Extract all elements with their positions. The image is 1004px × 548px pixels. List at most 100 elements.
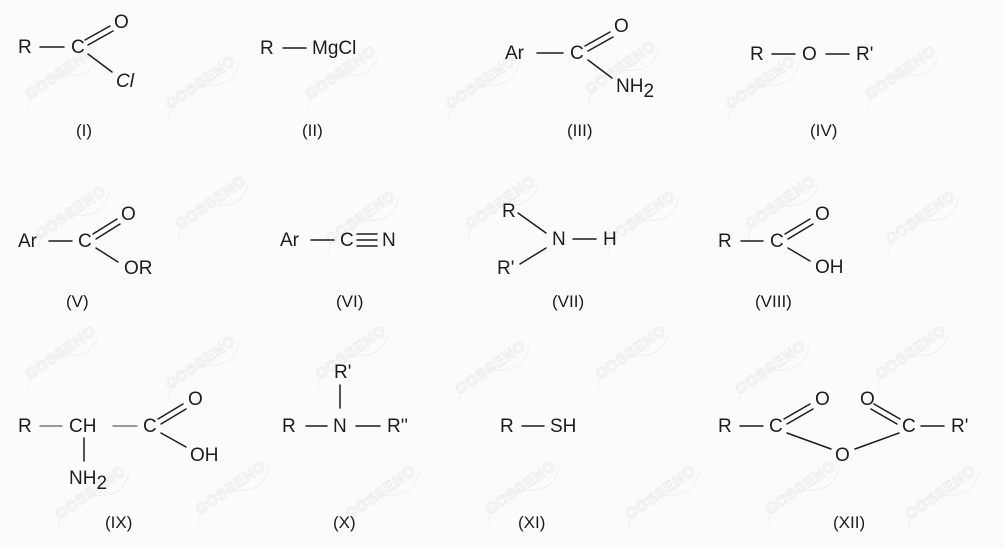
double-bond-a [84, 25, 111, 41]
atom-c: C [570, 43, 584, 64]
atom-r: R [260, 38, 274, 59]
structure-thiol: R SH (XI) [500, 416, 576, 532]
watermark-mark: COSSENO [452, 337, 530, 404]
atom-c: C [143, 416, 157, 437]
double-bond-a [784, 218, 811, 235]
bond [786, 432, 832, 450]
bond [854, 432, 900, 450]
bond [587, 59, 613, 79]
atom-o: O [802, 44, 817, 65]
svg-text:COSSENO: COSSENO [23, 322, 100, 383]
watermark-mark: COSSENO [22, 322, 100, 389]
bond [519, 247, 547, 265]
atom-r: R [718, 416, 732, 437]
atom-o: O [614, 16, 629, 37]
structure-anhydride: R C O O O C R' (XII) [718, 389, 968, 532]
svg-text:COSSENO: COSSENO [193, 457, 270, 518]
structure-acyl-chloride: R C O Cl (I) [18, 12, 135, 140]
atom-oh: OH [190, 445, 219, 466]
svg-text:COSSENO: COSSENO [33, 182, 110, 243]
svg-text:COSSENO: COSSENO [173, 172, 250, 233]
svg-text:COSSENO: COSSENO [743, 172, 820, 233]
atom-or: OR [124, 258, 153, 279]
bond [787, 247, 811, 262]
atom-ch: CH [69, 416, 96, 437]
structure-tertiary-amine: R' R N R'' (X) [282, 362, 408, 532]
structure-label: (IV) [810, 121, 837, 140]
double-bond-a [92, 218, 118, 235]
atom-h: H [603, 229, 617, 250]
watermark-mark: COSSENO [622, 462, 700, 529]
atom-c: C [71, 37, 85, 58]
atom-c: C [78, 231, 92, 252]
watermark-mark: COSSENO [872, 322, 950, 389]
atom-c: C [770, 231, 784, 252]
structure-label: (VIII) [755, 292, 792, 311]
atom-r-prime: R' [334, 362, 351, 383]
svg-text:COSSENO: COSSENO [463, 172, 540, 233]
atom-r-prime: R' [951, 416, 968, 437]
double-bond-a [584, 31, 611, 47]
structure-label: (X) [333, 513, 356, 532]
atom-ar: Ar [505, 43, 525, 64]
atom-nh2: NH2 [69, 468, 107, 494]
structure-label: (IX) [105, 513, 132, 532]
svg-text:COSSENO: COSSENO [863, 42, 940, 103]
atom-ar: Ar [280, 230, 300, 251]
svg-text:COSSENO: COSSENO [483, 457, 560, 518]
svg-text:COSSENO: COSSENO [163, 332, 240, 393]
double-bond-b [787, 223, 814, 240]
double-bond-b [870, 408, 898, 425]
double-bond-b [160, 408, 187, 425]
watermark-mark: COSSENO [172, 172, 250, 239]
bond [160, 432, 187, 448]
atom-o: O [188, 389, 203, 410]
watermark-mark: COSSENO [462, 172, 540, 239]
watermark-mark: COSSENO [882, 187, 960, 254]
structure-label: (XI) [518, 513, 545, 532]
structure-label: (VII) [552, 292, 584, 311]
atom-o-bridge: O [835, 445, 850, 466]
double-bond-b [87, 30, 114, 46]
atom-r: R [282, 416, 296, 437]
atom-c: C [340, 230, 354, 251]
atom-n: N [382, 230, 396, 251]
structure-carboxylic-acid: R C O OH (VIII) [718, 204, 844, 311]
bond [87, 53, 113, 73]
watermark-mark: COSSENO [732, 337, 810, 404]
svg-text:COSSENO: COSSENO [23, 42, 100, 103]
svg-text:COSSENO: COSSENO [903, 462, 980, 523]
double-bond-b [587, 36, 614, 52]
structure-label: (I) [76, 121, 92, 140]
atom-o: O [114, 12, 129, 33]
atom-r: R [750, 44, 764, 65]
atom-r-prime: R' [856, 44, 873, 65]
double-bond-a [873, 403, 901, 420]
svg-text:COSSENO: COSSENO [733, 337, 810, 398]
double-bond-b [95, 223, 121, 240]
atom-mg: MgCl [312, 38, 356, 59]
bond [95, 247, 119, 263]
atom-o: O [815, 204, 830, 225]
svg-text:COSSENO: COSSENO [763, 457, 840, 518]
atom-n: N [552, 229, 566, 250]
svg-text:COSSENO: COSSENO [883, 187, 960, 248]
atom-o-right: O [860, 389, 875, 410]
atom-c-right: C [902, 416, 916, 437]
atom-n: N [333, 416, 347, 437]
atom-o: O [121, 204, 136, 225]
atom-nh2: NH2 [616, 76, 654, 102]
structure-label: (VI) [336, 292, 363, 311]
svg-text:COSSENO: COSSENO [623, 462, 700, 523]
structure-amide: Ar C O NH2 (III) [505, 16, 654, 140]
watermark-mark: COSSENO [902, 462, 980, 529]
svg-text:COSSENO: COSSENO [873, 322, 950, 383]
atom-r: R [18, 416, 32, 437]
structure-nitrile: Ar C N (VI) [280, 230, 396, 311]
watermark-mark: COSSENO [592, 322, 670, 389]
atom-r: R [502, 201, 516, 222]
atom-r: R [500, 416, 514, 437]
atom-cl: Cl [116, 71, 135, 92]
